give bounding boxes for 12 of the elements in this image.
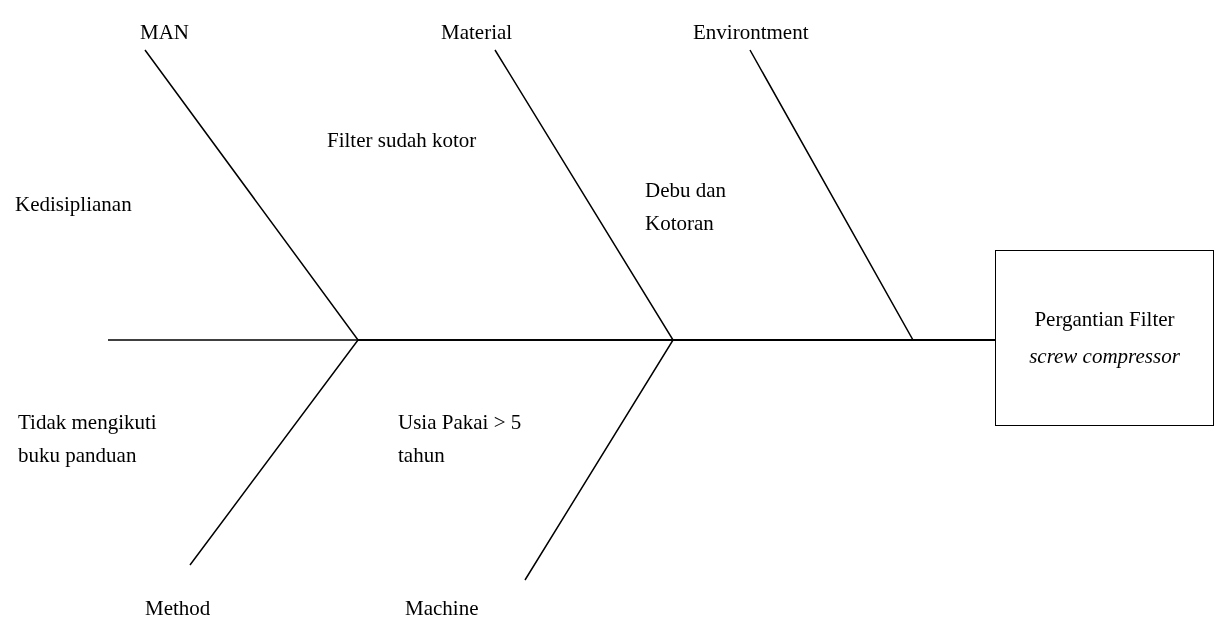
- category-label: Material: [441, 16, 513, 49]
- category-label: Machine: [405, 592, 479, 618]
- cause-label: Kedisiplianan: [15, 191, 133, 218]
- cause-label: Tidak mengikuti buku panduan: [18, 409, 158, 469]
- effect-box: [995, 250, 1214, 426]
- category-label: Environtment: [693, 16, 809, 49]
- effect-text: Pergantian Filter screw compressor: [1028, 306, 1181, 370]
- category-label: Method: [145, 592, 211, 618]
- category-label: MAN: [140, 16, 189, 49]
- cause-label: Usia Pakai > 5 tahun: [398, 409, 523, 469]
- cause-label: Debu dan Kotoran: [645, 177, 728, 237]
- cause-label: Filter sudah kotor: [327, 127, 477, 154]
